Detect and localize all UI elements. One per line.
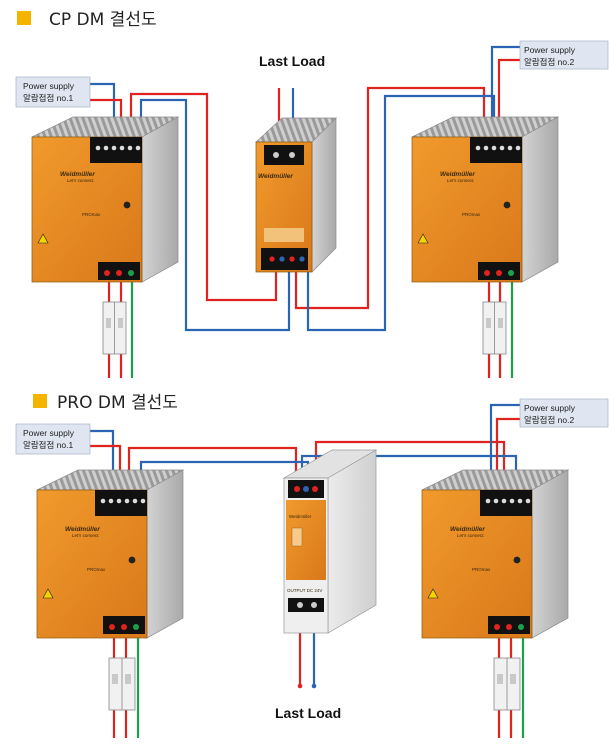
terminal-block-bottom — [494, 624, 524, 630]
output-label: OUTPUT DC 24V — [287, 588, 322, 593]
svg-text:알람접점 no.2: 알람접점 no.2 — [524, 415, 574, 425]
terminal-block-bottom — [104, 270, 134, 276]
power-supply-right: Weidmüller Let's connect. PROmax — [421, 469, 570, 639]
power-supply-left: Weidmüller Let's connect. PROmax — [31, 116, 180, 283]
fuse-block-right — [493, 657, 521, 711]
brand-tagline: Let's connect. — [67, 178, 95, 183]
brand-tagline: Let's connect. — [457, 533, 485, 538]
section-cp-dm: CP DM 결선도 — [15, 10, 609, 378]
model-label: PROmax — [462, 212, 481, 217]
terminal-block-top — [95, 145, 141, 151]
terminal-block-top — [485, 498, 531, 504]
section-heading: CP DM 결선도 — [49, 10, 157, 30]
brand-logo: Weidmüller — [60, 171, 95, 178]
svg-text:Power supply: Power supply — [524, 45, 576, 55]
callout-alarm-no1: Power supply 알람접점 no.1 — [15, 423, 91, 455]
model-label: PROmax — [87, 567, 106, 572]
terminal-block-top — [475, 145, 521, 151]
load-label: Last Load — [275, 705, 341, 721]
svg-text:알람접점 no.2: 알람접점 no.2 — [524, 57, 574, 67]
pro-dm-redundancy-module: Weidmüller OUTPUT DC 24V — [282, 449, 378, 634]
power-supply-left: Weidmüller Let's connect. PROmax — [36, 469, 185, 639]
svg-text:알람접점 no.1: 알람접점 no.1 — [23, 93, 73, 103]
brand-logo: Weidmüller — [450, 526, 485, 533]
brand-tagline: Let's connect. — [447, 178, 475, 183]
model-label: PROmax — [82, 212, 101, 217]
brand-logo: Weidmüller — [65, 526, 100, 533]
callout-alarm-no2: Power supply 알람접점 no.2 — [519, 40, 609, 70]
svg-text:Power supply: Power supply — [524, 403, 576, 413]
callout-alarm-no1: Power supply 알람접점 no.1 — [15, 76, 91, 108]
section-pro-dm: PRO DM 결선도 — [15, 393, 609, 738]
brand-logo: Weidmüller — [440, 171, 475, 178]
adjust-potentiometer — [123, 201, 131, 209]
cp-dm-redundancy-module: Weidmüller — [255, 117, 337, 273]
svg-text:Power supply: Power supply — [23, 81, 75, 91]
power-supply-right: Weidmüller Let's connect. PROmax — [411, 116, 560, 283]
fuse-block-right — [482, 301, 507, 355]
svg-text:알람접점 no.1: 알람접점 no.1 — [23, 440, 73, 450]
fuse-block-left — [102, 301, 127, 355]
warning-icon — [427, 588, 439, 599]
warning-icon — [37, 233, 49, 244]
adjust-potentiometer — [503, 201, 511, 209]
terminal-block-bottom — [484, 270, 514, 276]
terminal-block-bottom — [109, 624, 139, 630]
warning-icon — [42, 588, 54, 599]
adjust-potentiometer — [513, 556, 521, 564]
svg-text:Power supply: Power supply — [23, 428, 75, 438]
terminal-block-top — [100, 498, 146, 504]
brand-logo: Weidmüller — [289, 514, 312, 519]
fuse-block-left — [108, 657, 136, 711]
callout-alarm-no2: Power supply 알람접점 no.2 — [519, 398, 609, 428]
warning-icon — [417, 233, 429, 244]
load-terminal-positive — [297, 683, 303, 689]
heading-marker — [17, 11, 31, 25]
load-label: Last Load — [259, 53, 325, 69]
load-terminal-negative — [311, 683, 317, 689]
section-heading: PRO DM 결선도 — [57, 393, 178, 413]
adjust-potentiometer — [128, 556, 136, 564]
heading-marker — [33, 394, 47, 408]
model-label: PROmax — [472, 567, 491, 572]
brand-logo: Weidmüller — [258, 173, 293, 180]
brand-tagline: Let's connect. — [72, 533, 100, 538]
